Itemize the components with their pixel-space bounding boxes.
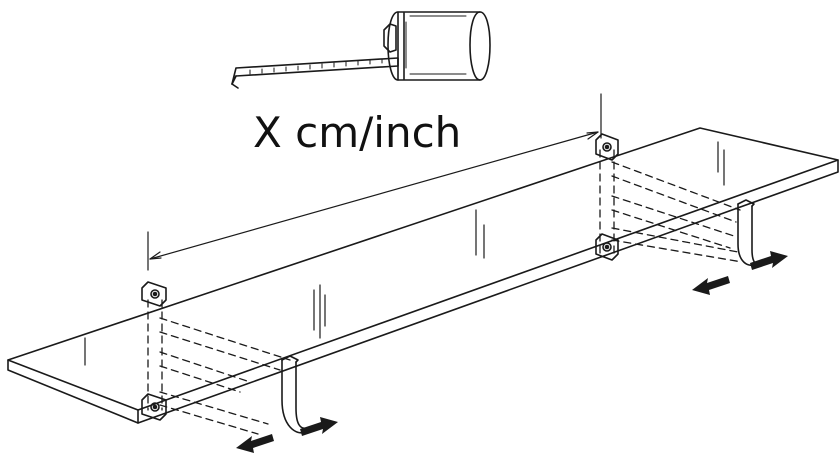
dimension-line: [147, 93, 602, 271]
arrow-icon: [300, 417, 338, 436]
right-bracket: [595, 133, 761, 266]
arrow-icon: [750, 251, 788, 270]
arrow-icon: [692, 276, 730, 295]
arrow-icon: [236, 434, 274, 453]
glass-shelf: [7, 127, 839, 424]
measurement-label: X cm/inch: [253, 108, 462, 157]
tape-measure-icon: [231, 11, 491, 89]
